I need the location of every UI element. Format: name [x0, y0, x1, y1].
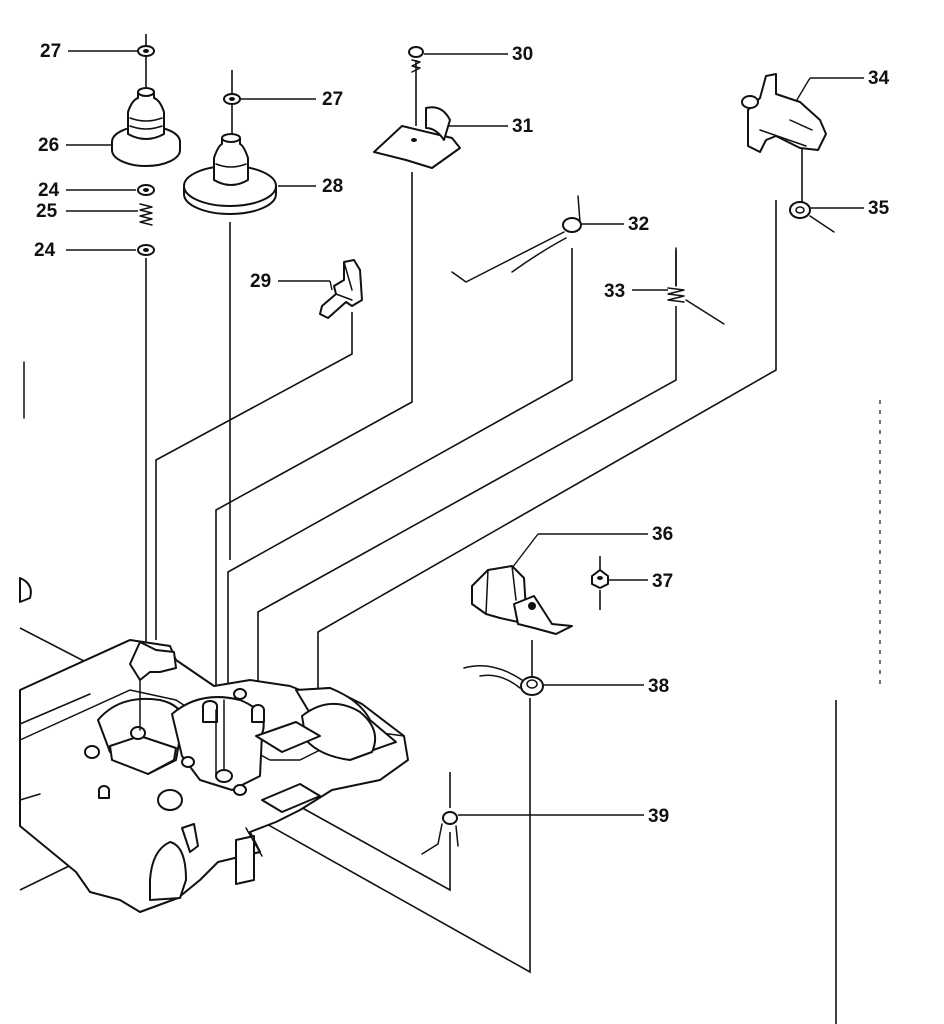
- leader-lines: [66, 50, 864, 816]
- chassis-pins: [139, 679, 225, 777]
- callout-34: 34: [868, 68, 890, 89]
- scan-artifacts: [23, 361, 881, 690]
- part-31-bracket: [373, 106, 461, 169]
- callout-27a: 27: [40, 41, 61, 62]
- part-30-screw: [408, 46, 424, 73]
- part-27-washer-right: [223, 93, 241, 105]
- part-25-spring: [139, 203, 153, 226]
- callout-25: 25: [36, 201, 58, 222]
- callout-27b: 27: [322, 89, 343, 110]
- part-32-spring-arm: [451, 195, 582, 283]
- part-26-reel-table: [111, 87, 181, 167]
- part-29-lever: [319, 259, 363, 319]
- callout-35: 35: [868, 198, 890, 219]
- callout-33: 33: [604, 281, 625, 302]
- callout-29: 29: [250, 271, 271, 292]
- callout-31: 31: [512, 116, 534, 137]
- callout-24a: 24: [38, 180, 60, 201]
- callout-39: 39: [648, 806, 669, 827]
- callout-36: 36: [652, 524, 673, 545]
- callout-26: 26: [38, 135, 59, 156]
- callout-24b: 24: [34, 240, 56, 261]
- part-27-washer-left: [137, 45, 155, 57]
- callout-37: 37: [652, 571, 673, 592]
- part-39-post: [421, 811, 459, 855]
- part-37-nut: [591, 569, 609, 589]
- part-28-reel-disk: [183, 133, 277, 215]
- deck-chassis: [19, 577, 409, 913]
- part-34-arm-assembly: [741, 73, 827, 153]
- assembly-guide-lines: [19, 34, 837, 1024]
- callout-38: 38: [648, 676, 669, 697]
- part-36-head-block: [471, 565, 573, 635]
- part-33-spring: [667, 247, 725, 325]
- part-35-e-ring: [789, 201, 835, 233]
- callout-32: 32: [628, 214, 649, 235]
- callout-28: 28: [322, 176, 343, 197]
- part-24-washer-lower: [137, 244, 155, 256]
- part-38-roller-arm: [463, 665, 544, 696]
- callout-labels: 27 26 24 25 24 27 28 29 30 31 32 33 34 3…: [34, 41, 890, 827]
- callout-30: 30: [512, 44, 533, 65]
- part-24-washer-upper: [137, 184, 155, 196]
